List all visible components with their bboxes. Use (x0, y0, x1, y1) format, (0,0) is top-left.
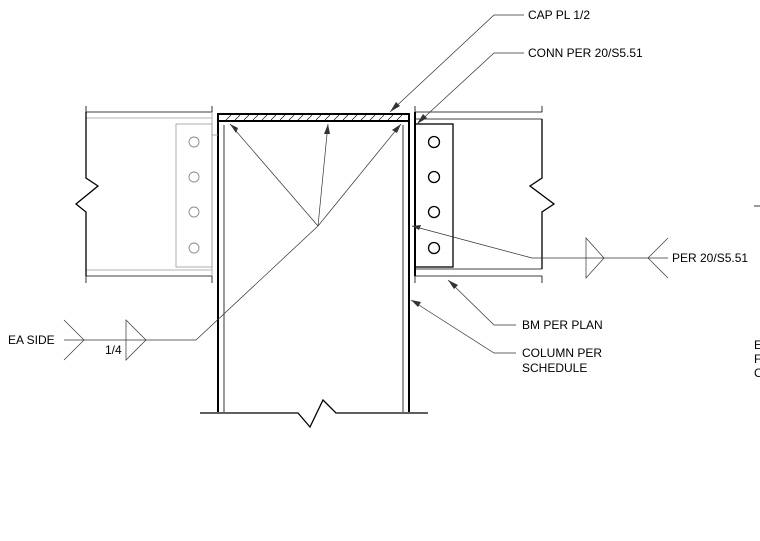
right-beam-break-line (528, 119, 556, 269)
hatch-line (360, 114, 367, 121)
hatch-line (261, 114, 268, 121)
hatch-line (342, 114, 349, 121)
weld-tail (63, 319, 85, 361)
connection-weld-callout (411, 225, 669, 279)
hatch-line (378, 114, 385, 121)
hatch-line (387, 114, 394, 121)
ea-side-label: EA SIDE (8, 333, 55, 347)
cutoff-text: C (754, 366, 760, 380)
left-bolt (188, 242, 200, 254)
left-bolt (188, 136, 200, 148)
connection-leader (416, 52, 524, 125)
right-bolt (427, 205, 441, 219)
conn-weld-arrowhead (412, 225, 421, 230)
cutoff-text: E (754, 338, 760, 352)
cap-plate-hatch (225, 114, 403, 121)
left-beam-top-flange (85, 106, 213, 113)
hatch-line (306, 114, 313, 121)
beam-arrowhead (448, 280, 458, 289)
right-bolt (427, 135, 441, 149)
weld-arrow-line (229, 123, 319, 227)
hatch-line (243, 114, 250, 121)
beam-leader (447, 279, 516, 326)
cap-plate-arrowhead (390, 102, 400, 112)
hatch-line (351, 114, 358, 121)
hatch-line (333, 114, 340, 121)
right-beam-top-flange (414, 106, 543, 113)
hatch-line (234, 114, 241, 121)
column-label-line2: SCHEDULE (522, 361, 587, 375)
hatch-line (279, 114, 286, 121)
fillet-weld-callout (63, 123, 402, 361)
left-beam (74, 106, 218, 283)
hatch-line (396, 114, 403, 121)
left-bolt (188, 171, 200, 183)
weld-leader (195, 225, 319, 341)
weld-arrow-line (317, 123, 329, 227)
right-beam (408, 106, 556, 283)
weld-arrowhead (230, 124, 238, 133)
left-bolt (188, 206, 200, 218)
hatch-line (288, 114, 295, 121)
hatch-line (324, 114, 331, 121)
weld-size-label: 1/4 (105, 343, 122, 357)
conn-weld-tail (647, 237, 669, 279)
right-shear-tab (414, 123, 454, 268)
cap-plate (217, 113, 410, 122)
weld-arrowhead (324, 124, 330, 134)
fillet-weld-symbol (125, 319, 147, 361)
right-beam-bottom-flange (414, 275, 543, 283)
connection-label: CONN PER 20/S5.51 (528, 46, 643, 60)
hatch-line (369, 114, 376, 121)
leaders (389, 14, 524, 354)
conn-weld-arrow-line (411, 225, 533, 259)
left-beam-break-line (74, 112, 100, 276)
left-shear-tab (175, 123, 213, 268)
hatch-line (270, 114, 277, 121)
column-leader (410, 299, 516, 354)
hatch-line (252, 114, 259, 121)
weld-arrow-line (317, 123, 402, 227)
per-detail-label: PER 20/S5.51 (672, 251, 748, 265)
cap-plate-outline (217, 113, 410, 122)
hatch-line (315, 114, 322, 121)
column (200, 120, 428, 429)
connection-arrowhead (417, 114, 427, 124)
right-bolt (427, 241, 441, 255)
column-label-line1: COLUMN PER (522, 346, 602, 360)
cap-plate-leader (389, 14, 524, 113)
column-break-line (200, 398, 428, 429)
column-arrowhead (411, 300, 421, 307)
hatch-line (225, 114, 232, 121)
right-bolt (427, 170, 441, 184)
beam-label: BM PER PLAN (522, 318, 603, 332)
hatch-line (297, 114, 304, 121)
weld-arrowhead (392, 124, 401, 133)
left-beam-bottom-flange (85, 275, 213, 283)
conn-weld-symbol (585, 237, 605, 279)
cap-plate-label: CAP PL 1/2 (528, 8, 590, 22)
cutoff-text: F (754, 352, 760, 366)
